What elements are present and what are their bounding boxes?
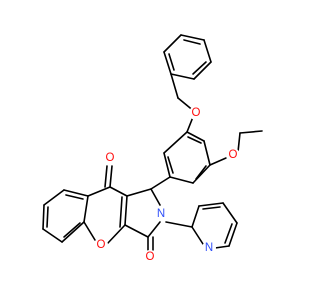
bond: [203, 39, 212, 63]
bond: [209, 157, 227, 166]
bond: [124, 195, 128, 226]
atom-o-amide: O: [143, 250, 157, 264]
bond: [63, 189, 89, 197]
bond: [42, 228, 63, 243]
atom-o-amide-label: O: [146, 251, 155, 263]
bond: [65, 194, 84, 200]
bond: [104, 165, 108, 188]
bond: [83, 221, 96, 241]
bond: [214, 245, 230, 249]
atom-o-ethoxy: O: [226, 148, 240, 162]
bond: [192, 164, 211, 184]
bond: [147, 221, 161, 238]
bond: [168, 53, 175, 71]
bond: [187, 136, 202, 144]
bond: [109, 186, 128, 197]
bond: [228, 222, 238, 247]
atom-n-lactam-label: N: [157, 208, 165, 220]
atom-o-ethoxy-label: O: [229, 149, 238, 161]
bond: [198, 202, 224, 207]
bond: [109, 165, 113, 188]
bond: [192, 61, 207, 75]
bond: [237, 132, 241, 153]
bond: [163, 51, 172, 75]
atom-o-ring: O: [94, 238, 108, 252]
bond: [163, 34, 182, 53]
bond: [43, 189, 65, 206]
atom-n-pyridine: N: [202, 241, 216, 255]
bond: [150, 188, 161, 206]
atom-n-pyridine-label: N: [205, 242, 213, 254]
atom-o-ether-label: O: [192, 107, 201, 119]
molecule-structure: O O O O O N N: [42, 34, 263, 264]
bond: [170, 73, 179, 99]
atom-o-ketone-label: O: [106, 152, 115, 164]
bond: [203, 140, 211, 166]
atom-o-ketone: O: [103, 151, 117, 165]
bond: [202, 206, 221, 210]
bond: [183, 39, 201, 45]
atom-n-lactam: N: [154, 207, 168, 221]
bond: [106, 224, 126, 245]
atom-o-ether: O: [189, 106, 203, 120]
bond: [46, 206, 49, 228]
bond: [195, 165, 207, 180]
bond: [163, 131, 188, 154]
atom-o-ring-label: O: [97, 239, 106, 251]
bond: [42, 204, 45, 230]
bond: [191, 226, 204, 245]
bond: [169, 176, 194, 184]
bond: [193, 61, 212, 80]
bond: [61, 221, 85, 243]
bond: [87, 186, 111, 197]
bond: [124, 224, 149, 238]
bond: [167, 156, 174, 174]
bond: [163, 152, 171, 178]
bond: [165, 221, 193, 228]
bond: [126, 188, 152, 197]
bond: [222, 202, 238, 224]
bond: [191, 205, 200, 228]
bond: [83, 195, 89, 223]
bond: [186, 131, 205, 142]
bond-layer: [42, 34, 263, 251]
bond: [150, 176, 171, 190]
bond: [224, 223, 233, 244]
bond: [119, 196, 123, 228]
bond: [239, 130, 263, 134]
bond: [180, 34, 205, 41]
atom-label-layer: O O O O O N N: [94, 106, 240, 264]
bond: [63, 222, 81, 238]
bond: [170, 73, 195, 80]
